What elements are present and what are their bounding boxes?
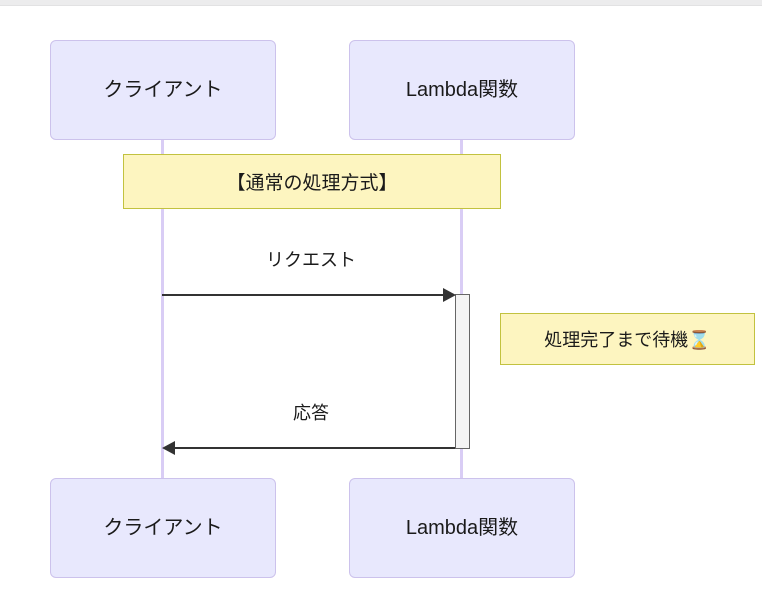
participant-box-client-bottom[interactable]: クライアント — [50, 478, 276, 578]
participant-label-client-bottom: クライアント — [103, 517, 223, 539]
participant-box-lambda-bottom[interactable]: Lambda関数 — [349, 478, 575, 578]
message-label-request: リクエスト — [266, 250, 356, 270]
message-line-response — [175, 447, 455, 449]
activation-bar-lambda — [455, 294, 470, 449]
note-wait: 処理完了まで待機⌛ — [500, 313, 755, 365]
sequence-diagram-canvas: クライアント Lambda関数 【通常の処理方式】 リクエスト 応答 処理完了ま… — [0, 7, 762, 607]
participant-label-lambda-top: Lambda関数 — [405, 79, 519, 101]
note-wait-label: 処理完了まで待機⌛ — [544, 330, 711, 350]
participant-label-client-top: クライアント — [103, 79, 223, 101]
participant-box-client-top[interactable]: クライアント — [50, 40, 276, 140]
window-top-strip — [0, 0, 762, 6]
lifeline-client — [161, 140, 164, 488]
message-label-response: 応答 — [293, 403, 329, 423]
section-banner: 【通常の処理方式】 — [123, 154, 501, 209]
message-line-request — [162, 294, 449, 296]
participant-box-lambda-top[interactable]: Lambda関数 — [349, 40, 575, 140]
arrow-head-response-icon — [162, 441, 175, 455]
section-banner-label: 【通常の処理方式】 — [226, 173, 398, 194]
participant-label-lambda-bottom: Lambda関数 — [405, 517, 519, 539]
arrow-head-request-icon — [443, 288, 456, 302]
